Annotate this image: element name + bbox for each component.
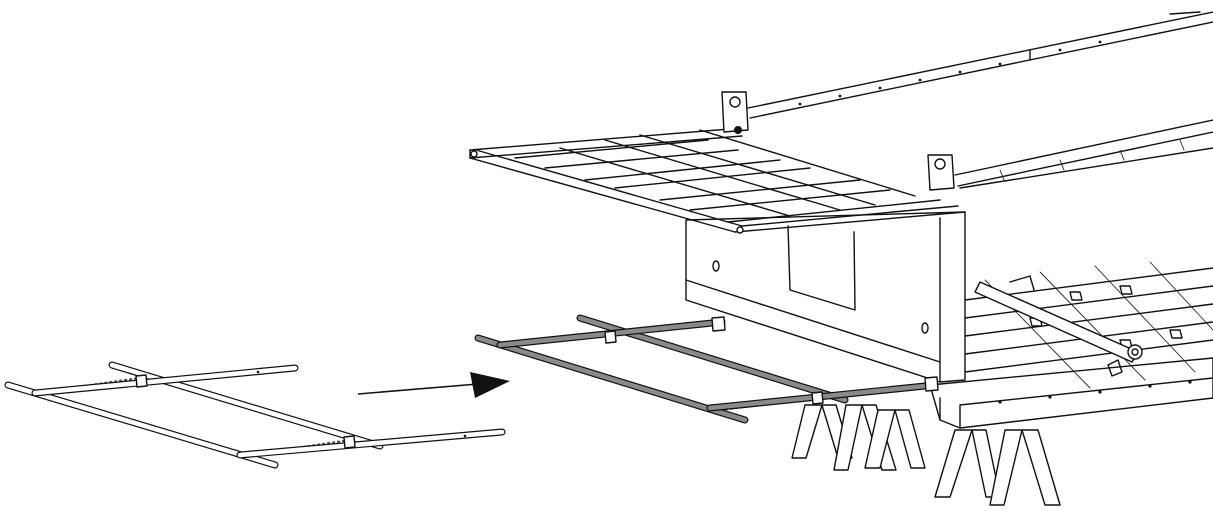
loose-rod-back	[109, 362, 383, 449]
deck-holes	[998, 380, 1192, 404]
lift-arm-upper	[747, 11, 1213, 119]
sawhorse-right	[934, 429, 1061, 506]
lift-arm-lower	[954, 119, 1213, 189]
raised-lid-frame	[469, 11, 1213, 234]
sawhorse-middle	[864, 409, 926, 469]
loose-rod-frame	[4, 361, 506, 469]
front-panel	[685, 211, 966, 383]
installed-rod-frame	[474, 314, 939, 424]
loose-rod-cross-left	[32, 365, 298, 396]
loose-rod-cross-right	[237, 429, 505, 458]
loose-rod-front	[5, 382, 278, 468]
support-strut	[974, 275, 1143, 377]
sawhorse-stands	[791, 404, 1061, 506]
machine-body	[685, 211, 1213, 429]
lid-bracket-right	[927, 154, 955, 191]
install-direction-arrow	[357, 372, 510, 398]
lid-bracket-left	[721, 91, 749, 134]
